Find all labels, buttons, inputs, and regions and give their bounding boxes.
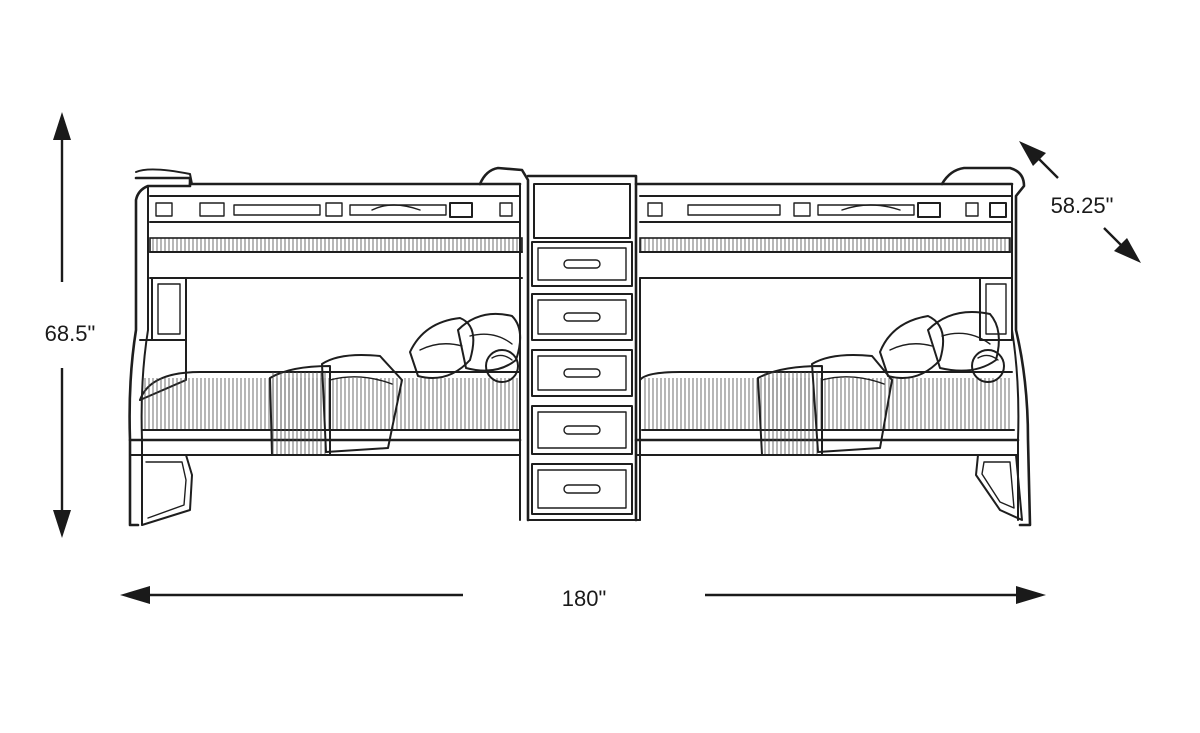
drawer-3 xyxy=(531,349,633,397)
drawer-2 xyxy=(531,293,633,341)
drawer-1 xyxy=(531,241,633,287)
height-dimension: 68.5" xyxy=(45,112,96,538)
depth-label: 58.25" xyxy=(1051,193,1114,218)
width-dimension: 180" xyxy=(120,586,1046,611)
depth-arrow-top-shaft xyxy=(1035,155,1059,179)
height-label: 68.5" xyxy=(45,321,96,346)
height-arrow-top-head xyxy=(53,112,71,140)
depth-arrow-bottom-head xyxy=(1114,238,1141,263)
width-arrow-left-head xyxy=(120,586,150,604)
depth-dimension: 58.25" xyxy=(1019,141,1141,263)
left-bunk-bed xyxy=(128,166,530,527)
width-label: 180" xyxy=(562,586,607,611)
height-arrow-bottom-head xyxy=(53,510,71,538)
drawer-4 xyxy=(531,405,633,455)
drawer-5 xyxy=(531,463,633,515)
right-bunk-bed xyxy=(634,166,1032,527)
center-drawer-stack xyxy=(526,174,641,522)
width-arrow-right-head xyxy=(1016,586,1046,604)
